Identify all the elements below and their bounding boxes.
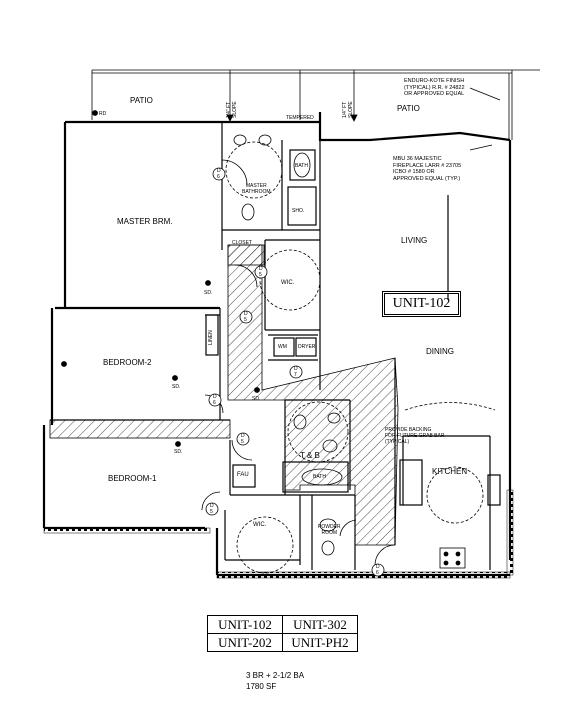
fireplace-note: MBU 36 MAJESTIC FIREPLACE LARR # 23705 I… [393, 156, 462, 182]
wic-lower-label: WIC. [253, 522, 267, 528]
patio-right-label: PATIO [397, 104, 420, 113]
washer-label: WM [278, 344, 287, 350]
patio-left-label: PATIO [130, 96, 153, 105]
door-tag: D 5 [210, 503, 214, 515]
table-row: UNIT-202 UNIT-PH2 [207, 633, 358, 652]
sd-note-1: SD. [204, 290, 213, 296]
clearance-circles [225, 141, 496, 574]
closet-label: CLOSET [232, 240, 253, 246]
t-and-b-label: T & B [300, 451, 320, 460]
master-bedroom-label: MASTER BRM. [117, 217, 173, 226]
door-swings [201, 159, 396, 566]
door-tag: D 6 [376, 564, 380, 576]
tile-strip [43, 489, 514, 579]
bath-tub-label: BATH [295, 163, 308, 169]
door-tag: D 5 [241, 433, 245, 445]
living-label: LIVING [401, 236, 428, 245]
door-tag: D 6 [217, 168, 221, 180]
kitchen-label: KITCHEN [432, 467, 468, 476]
hatched-floor-areas [49, 244, 399, 546]
bedroom-2-label: BEDROOM-2 [103, 358, 152, 367]
enduro-note: ENDURO-KOTE FINISH (TYPICAL) R.R. # 2482… [404, 78, 465, 97]
door-tag: D 6 [213, 394, 217, 406]
area-sf: 1780 SF [246, 682, 277, 691]
fau-label: FAU [237, 472, 249, 478]
bedroom-1-label: BEDROOM-1 [108, 474, 157, 483]
unit-cell: UNIT-302 [282, 615, 358, 634]
fixtures [233, 134, 466, 569]
door-tag: D 5 [244, 311, 248, 323]
tempered-note: TEMPERED [286, 115, 314, 121]
slope-right-note: 1/4" FT SLOPE [342, 101, 354, 118]
rd-note: RD [99, 111, 107, 117]
door-tag-circles [205, 167, 385, 577]
unit-table: UNIT-102 UNIT-302 UNIT-202 UNIT-PH2 [207, 615, 358, 652]
dining-label: DINING [426, 347, 454, 356]
slope-arrows [226, 70, 501, 151]
powder-room-label: POWDER ROOM [318, 524, 341, 536]
interior-walls [50, 122, 501, 570]
wic-upper-label: WIC. [281, 280, 295, 286]
master-bathroom-label: MASTER BATHROOM [242, 183, 271, 195]
unit-cell: UNIT-PH2 [282, 633, 358, 652]
shower-label: SHO. [292, 208, 305, 214]
door-tag: D 5 [259, 266, 263, 278]
smoke-detectors [61, 110, 260, 447]
bed-bath-count: 3 BR + 2-1/2 BA [246, 671, 305, 680]
dryer-label: DRYER [298, 344, 316, 350]
bath-lower-label: BATH [313, 474, 326, 480]
sd-note-4: SD. [252, 396, 261, 402]
unit-summary: 3 BR + 2-1/2 BA 1780 SF [246, 670, 304, 692]
unit-label: UNIT-102 [384, 293, 459, 315]
door-tag: D 7 [294, 366, 298, 378]
linen-note: LINEN [208, 330, 214, 345]
table-row: UNIT-102 UNIT-302 [207, 615, 358, 634]
slope-left-note: 1/4" FT SLOPE [226, 101, 238, 118]
sd-note-3: SD. [174, 449, 183, 455]
patio-railing [91, 69, 540, 140]
unit-cell: UNIT-202 [207, 633, 283, 652]
sd-note-2: SD. [172, 384, 181, 390]
unit-cell: UNIT-102 [207, 615, 283, 634]
grab-bar-note: PROVIDE BACKING FOR FUTURE GRAB BAR (TYP… [385, 427, 445, 445]
